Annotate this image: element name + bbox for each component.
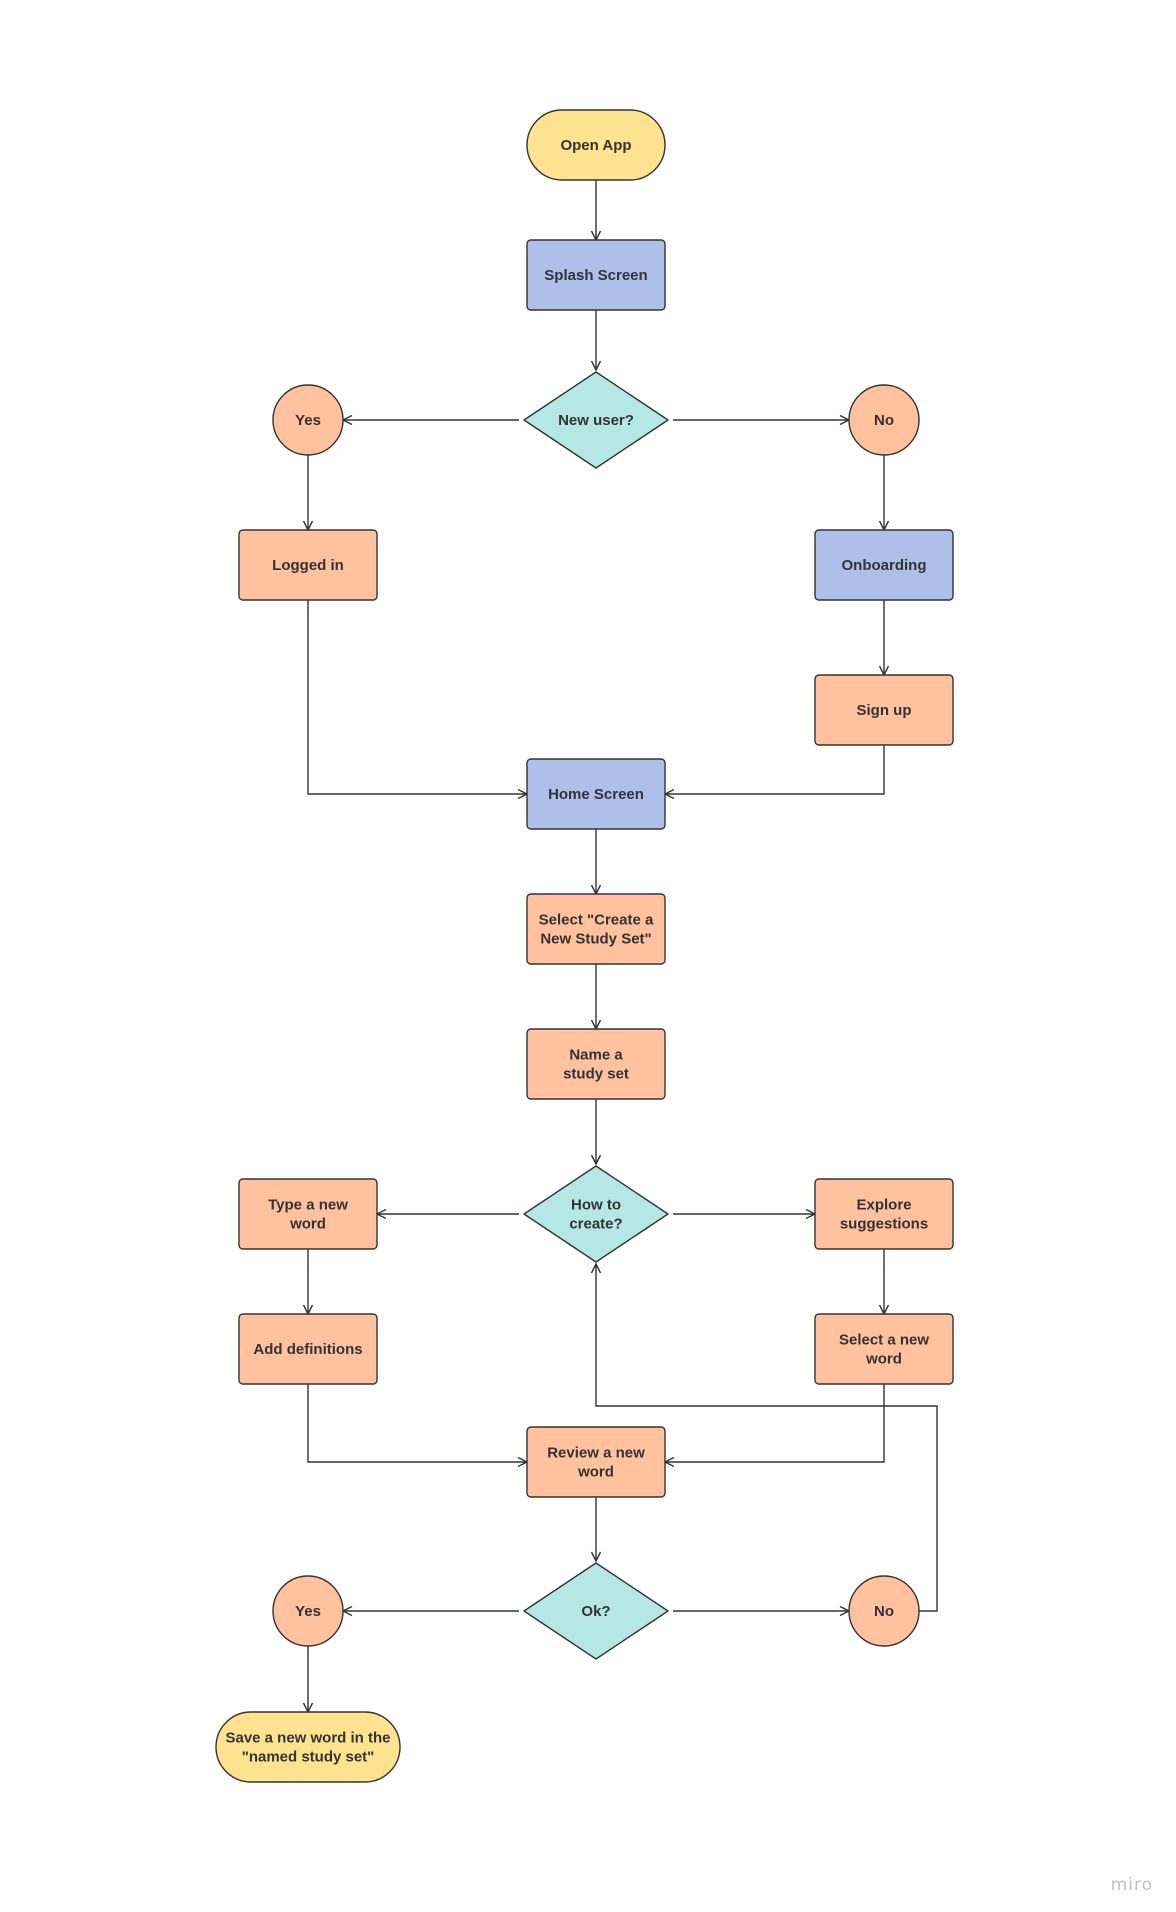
node-select-create: Select "Create a New Study Set" <box>526 893 666 965</box>
node-logged-in: Logged in <box>238 529 378 601</box>
select-create-label: Select "Create a <box>539 912 654 929</box>
node-review-word: Review a new word <box>526 1426 666 1498</box>
save-word-label: Save a new word in the <box>225 1730 390 1747</box>
how-create-label: create? <box>569 1216 622 1233</box>
edges-layer <box>302 180 938 1714</box>
review-word-label: word <box>577 1464 614 1481</box>
select-create-label: New Study Set" <box>540 931 651 948</box>
edge-logged-in-to-home-screen <box>307 600 529 800</box>
add-definitions-process-shape <box>238 1313 378 1385</box>
review-word-process-shape <box>526 1426 666 1498</box>
edge-sign-up-to-home-screen <box>663 745 885 800</box>
home-screen-process-shape <box>526 758 666 830</box>
node-no-2: No <box>848 1575 920 1647</box>
edge-select-word-to-review-word <box>663 1384 885 1468</box>
add-definitions-label: Add definitions <box>253 1341 362 1358</box>
ok-decision-shape <box>523 1562 669 1660</box>
node-name-set: Name a study set <box>526 1028 666 1100</box>
node-new-user: New user? <box>523 371 669 469</box>
node-select-word: Select a new word <box>814 1313 954 1385</box>
explore-label: suggestions <box>840 1216 928 1233</box>
review-word-label: Review a new <box>547 1445 645 1462</box>
node-ok: Ok? <box>523 1562 669 1660</box>
edge-add-definitions-to-review-word <box>307 1384 529 1468</box>
splash-screen-label: Splash Screen <box>544 267 647 284</box>
yes-2-label: Yes <box>295 1603 321 1620</box>
node-splash-screen: Splash Screen <box>526 239 666 311</box>
yes-1-circle-shape <box>272 384 344 456</box>
how-create-decision-shape <box>523 1165 669 1263</box>
node-explore: Explore suggestions <box>814 1178 954 1250</box>
how-create-label: How to <box>571 1197 621 1214</box>
select-word-label: Select a new <box>839 1332 929 1349</box>
logged-in-process-shape <box>238 529 378 601</box>
yes-2-circle-shape <box>272 1575 344 1647</box>
node-yes-1: Yes <box>272 384 344 456</box>
explore-process-shape <box>814 1178 954 1250</box>
node-sign-up: Sign up <box>814 674 954 746</box>
node-add-definitions: Add definitions <box>238 1313 378 1385</box>
name-set-label: study set <box>563 1066 629 1083</box>
select-create-process-shape <box>526 893 666 965</box>
save-word-label: "named study set" <box>242 1749 375 1766</box>
node-yes-2: Yes <box>272 1575 344 1647</box>
type-word-label: Type a new <box>268 1197 348 1214</box>
no-1-circle-shape <box>848 384 920 456</box>
no-1-label: No <box>874 412 894 429</box>
explore-label: Explore <box>856 1197 911 1214</box>
select-word-process-shape <box>814 1313 954 1385</box>
open-app-label: Open App <box>560 137 631 154</box>
no-2-label: No <box>874 1603 894 1620</box>
name-set-process-shape <box>526 1028 666 1100</box>
sign-up-label: Sign up <box>857 702 912 719</box>
node-how-create: How to create? <box>523 1165 669 1263</box>
select-word-label: word <box>865 1351 902 1368</box>
node-home-screen: Home Screen <box>526 758 666 830</box>
new-user-label: New user? <box>558 412 634 429</box>
splash-screen-process-shape <box>526 239 666 311</box>
open-app-terminal-shape <box>526 109 666 181</box>
sign-up-process-shape <box>814 674 954 746</box>
onboarding-label: Onboarding <box>842 557 927 574</box>
miro-watermark: miro <box>1111 1875 1153 1895</box>
ok-label: Ok? <box>581 1603 610 1620</box>
new-user-decision-shape <box>523 371 669 469</box>
node-type-word: Type a new word <box>238 1178 378 1250</box>
edge-no-2-to-how-create <box>590 1262 938 1612</box>
type-word-process-shape <box>238 1178 378 1250</box>
node-no-1: No <box>848 384 920 456</box>
no-2-circle-shape <box>848 1575 920 1647</box>
home-screen-label: Home Screen <box>548 786 644 803</box>
logged-in-label: Logged in <box>272 557 344 574</box>
save-word-terminal-shape <box>215 1711 401 1783</box>
onboarding-process-shape <box>814 529 954 601</box>
node-open-app: Open App <box>526 109 666 181</box>
node-onboarding: Onboarding <box>814 529 954 601</box>
type-word-label: word <box>289 1216 326 1233</box>
yes-1-label: Yes <box>295 412 321 429</box>
name-set-label: Name a <box>569 1047 623 1064</box>
node-save-word: Save a new word in the "named study set" <box>215 1711 401 1783</box>
